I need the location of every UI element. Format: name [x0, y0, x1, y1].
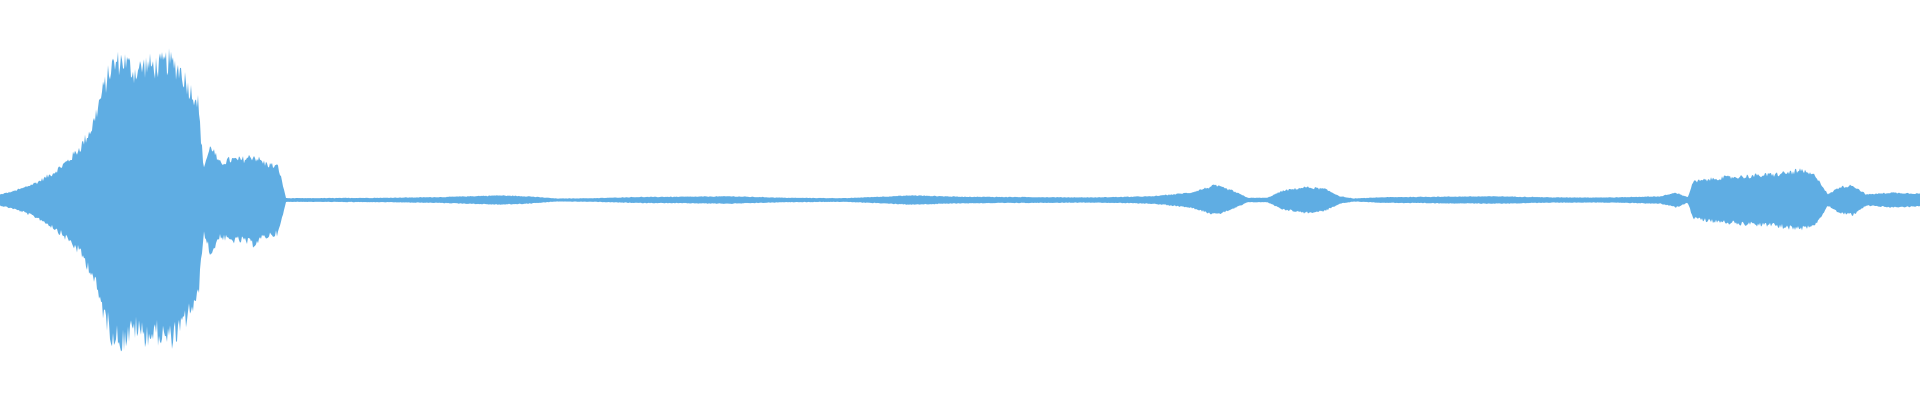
waveform-shape — [0, 48, 1920, 352]
